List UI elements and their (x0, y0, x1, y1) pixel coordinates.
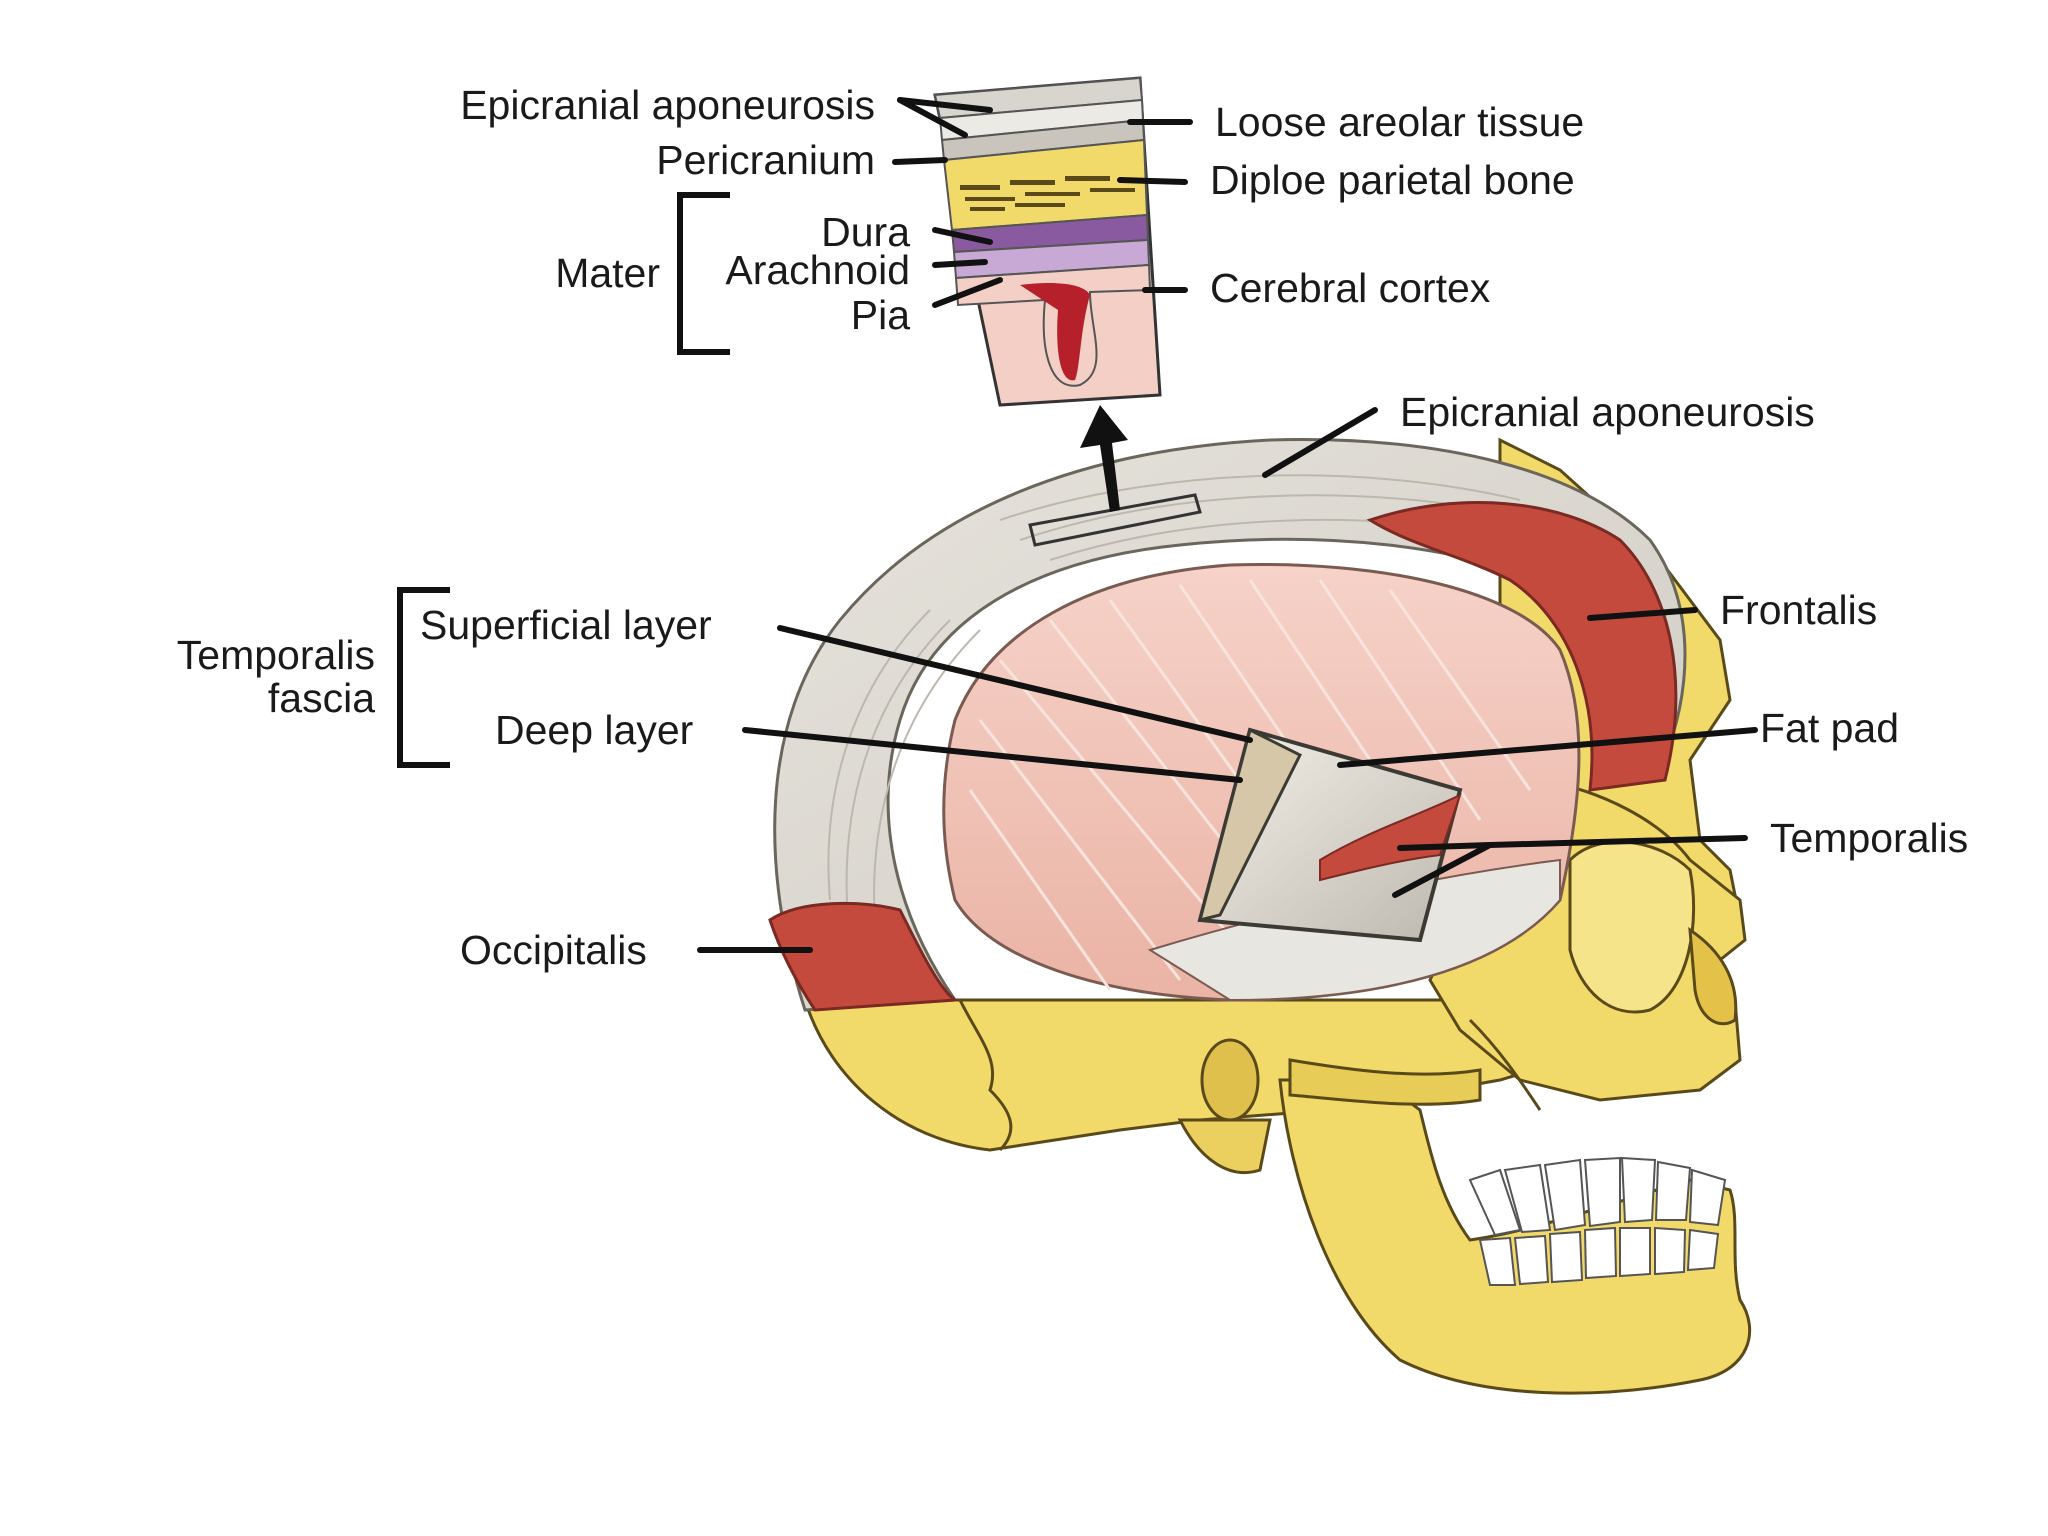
label-deep-layer: Deep layer (495, 707, 694, 753)
label-diploe-parietal-bone: Diploe parietal bone (1210, 157, 1575, 203)
label-superficial-layer: Superficial layer (420, 602, 712, 648)
label-cerebral-cortex: Cerebral cortex (1210, 265, 1491, 311)
diploe-texture (960, 176, 1135, 211)
label-temporalis: Temporalis (1770, 815, 1969, 861)
leader-lines (697, 97, 1758, 953)
nasal-aperture (1688, 927, 1738, 1026)
temporalis-fascia-bracket (397, 587, 450, 768)
label-epicranial-aponeurosis-head: Epicranial aponeurosis (1400, 389, 1815, 435)
incision-outline (1028, 493, 1202, 547)
mater-bracket (677, 192, 730, 355)
label-temporalis-fascia-line2: fascia (267, 675, 375, 721)
frontalis-muscle (1366, 501, 1678, 792)
mandible (1278, 1078, 1752, 1395)
label-fat-pad: Fat pad (1760, 705, 1900, 751)
zygomatic-arch (1288, 1058, 1482, 1106)
teeth (1468, 1156, 1727, 1286)
label-pia: Pia (850, 292, 910, 338)
label-frontalis: Frontalis (1720, 587, 1878, 633)
label-temporalis-fascia-line1: Temporalis (176, 632, 375, 678)
ear-canal (1200, 1038, 1260, 1122)
cortex-vessel (1020, 283, 1090, 381)
arrow-up-icon (1080, 405, 1128, 512)
label-dura: Dura (821, 209, 910, 255)
fat-pad-window (1197, 727, 1463, 943)
layer-inset (933, 76, 1162, 407)
label-pericranium: Pericranium (656, 137, 875, 183)
label-loose-areolar-tissue: Loose areolar tissue (1215, 99, 1585, 145)
label-occipitalis: Occipitalis (460, 927, 647, 973)
label-epicranial-aponeurosis-inset: Epicranial aponeurosis (460, 82, 875, 128)
orbit (1568, 840, 1696, 1014)
mastoid (1177, 1118, 1272, 1175)
occipitalis-muscle (768, 901, 960, 1012)
label-mater: Mater (555, 250, 660, 296)
label-arachnoid: Arachnoid (725, 247, 910, 293)
